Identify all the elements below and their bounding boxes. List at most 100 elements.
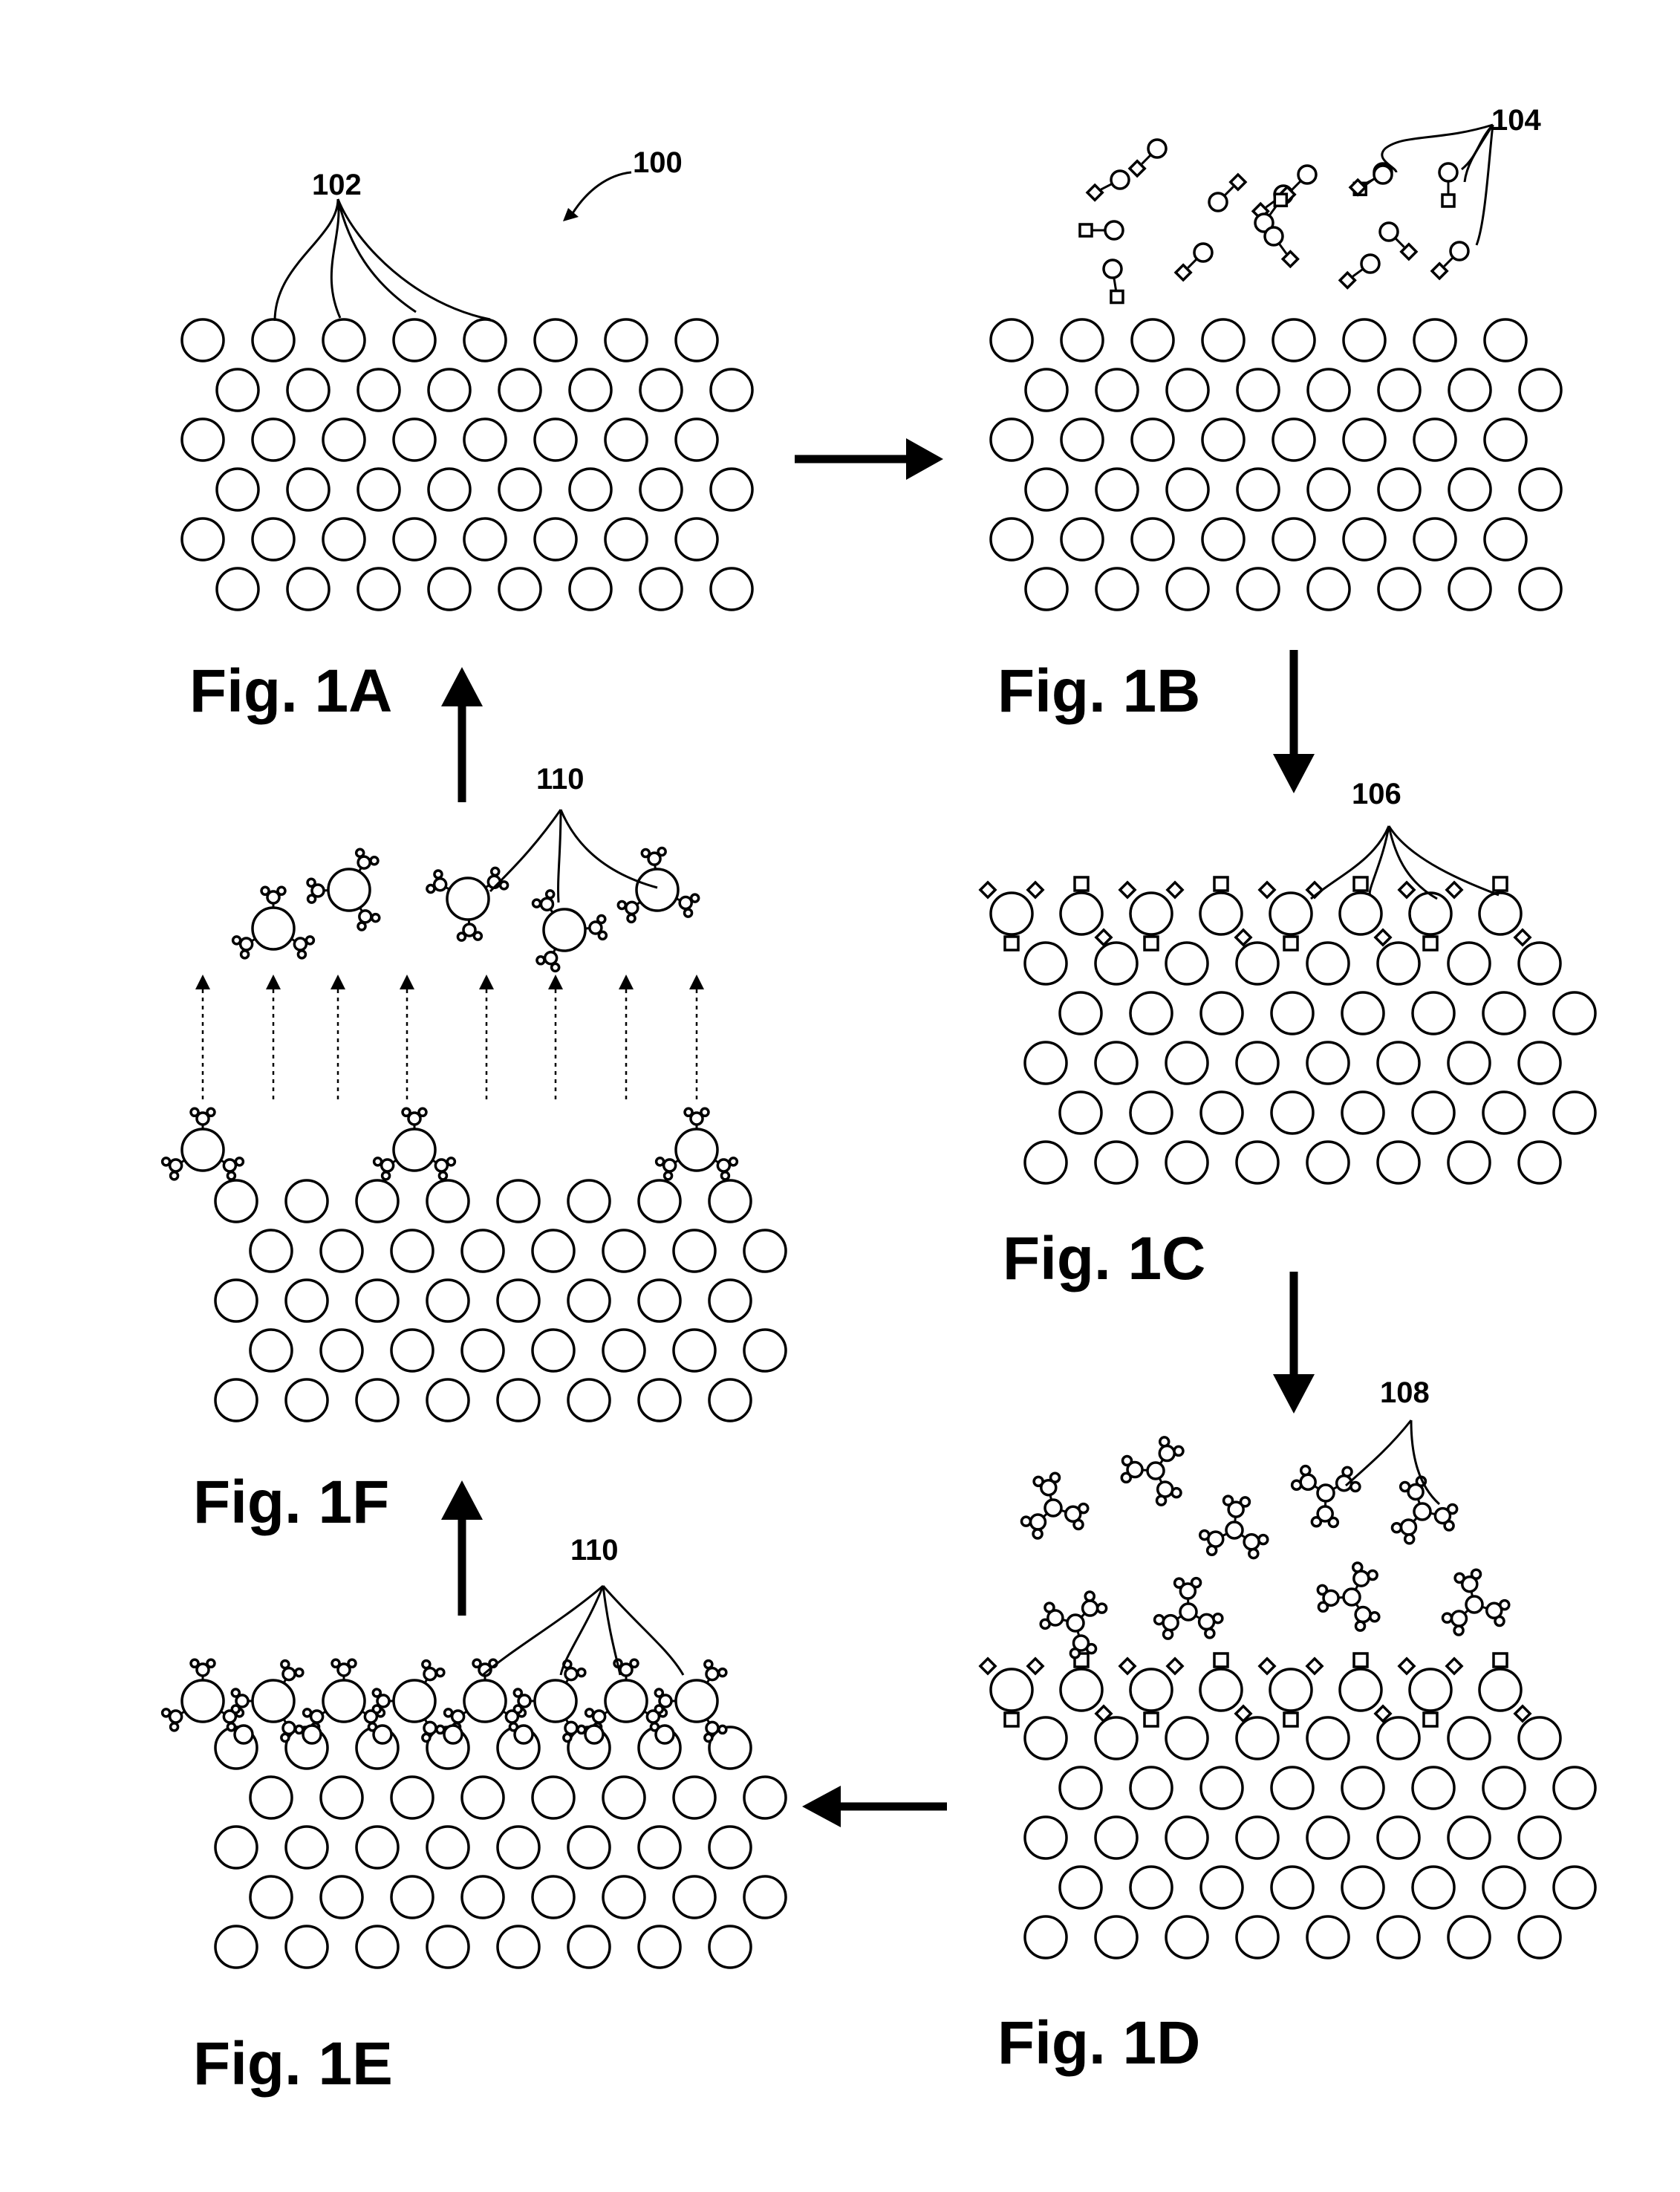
lattice-atom [1307, 1916, 1349, 1958]
ligand-diamond [1399, 1659, 1414, 1674]
ligand-square [1494, 877, 1507, 891]
precursor-atom [1104, 260, 1121, 278]
lattice-atom [1414, 518, 1456, 560]
lattice-atom [1449, 568, 1491, 610]
lattice-atom [391, 1876, 433, 1918]
product-branch [359, 911, 371, 923]
lattice-atom [1520, 568, 1561, 610]
lattice-atom [1342, 992, 1384, 1034]
lattice-atom [639, 1827, 680, 1868]
lattice-atom [1025, 943, 1067, 984]
product-terminal [332, 1659, 339, 1667]
leader-lines-104 [1382, 125, 1493, 245]
lattice-atom [1096, 369, 1138, 411]
product-branch [382, 1160, 394, 1171]
lattice-atom [498, 1926, 539, 1968]
ligand-square [1424, 1713, 1437, 1726]
product-branch [593, 1711, 605, 1723]
ligand-diamond [1447, 1659, 1462, 1674]
lattice-atom [568, 1280, 610, 1321]
reactant-terminal [1368, 1570, 1377, 1579]
ligand-square [1424, 937, 1437, 950]
lattice-atom [498, 1379, 539, 1421]
lattice-atom [217, 469, 258, 510]
product-branch [680, 897, 691, 908]
lattice-atom [568, 1379, 610, 1421]
reactant-terminal [1070, 1649, 1079, 1658]
product-branch [435, 1160, 447, 1171]
flow-arrow-1e-to-1f [441, 1480, 483, 1616]
lattice-atom [1342, 1867, 1384, 1908]
reactant-terminal [1495, 1617, 1504, 1626]
lattice-atom [287, 568, 329, 610]
product-terminal [191, 1108, 198, 1116]
lattice-atom [1448, 1142, 1490, 1183]
product-branch [706, 1722, 718, 1734]
reactant-terminal [1079, 1504, 1088, 1513]
product-terminal [373, 1705, 380, 1713]
reactant-terminal [1355, 1622, 1364, 1630]
lattice-atom [391, 1230, 433, 1272]
ligand-diamond [1515, 930, 1530, 945]
product-terminal [281, 1734, 289, 1741]
lattice-atom [711, 469, 752, 510]
lattice-atom [535, 319, 576, 361]
lattice-atom [639, 1180, 680, 1222]
lattice-atom [1060, 1092, 1101, 1134]
lattice-atom [1554, 1092, 1595, 1134]
reactant-terminal [1329, 1518, 1338, 1526]
reactant-terminal [1205, 1629, 1214, 1638]
interstitial-atom [515, 1726, 533, 1743]
lattice-atom [1237, 1717, 1278, 1759]
product-terminal [241, 951, 249, 958]
lattice-atom [1344, 518, 1385, 560]
lattice-atom [1273, 319, 1315, 361]
lattice-atom [250, 1777, 292, 1818]
lattice-atom [1344, 419, 1385, 461]
lattice-atom [1237, 369, 1279, 411]
reactant-core [1180, 1604, 1196, 1620]
lattice-atom [1060, 1767, 1101, 1809]
product-terminal [163, 1158, 170, 1165]
lattice-atom [711, 568, 752, 610]
product-terminal [348, 1659, 356, 1667]
reactant-core [1344, 1589, 1360, 1605]
reactant-terminal [1401, 1483, 1410, 1492]
product-terminal [658, 848, 665, 855]
ligand-square [1145, 937, 1158, 950]
product-core [394, 1129, 435, 1171]
product-branch [626, 902, 638, 914]
lattice-atom [427, 1926, 469, 1968]
lattice-atom [1272, 1767, 1313, 1809]
lattice-atom [1060, 992, 1101, 1034]
reactant-branch [1158, 1482, 1173, 1497]
substrate-lattice-1c [1025, 943, 1595, 1183]
lattice-atom [250, 1230, 292, 1272]
ref-label-106: 106 [1352, 778, 1401, 810]
surface-site [1270, 1669, 1312, 1711]
reactant-branch [1451, 1611, 1466, 1626]
lattice-atom [253, 319, 294, 361]
lattice-atom [1025, 1916, 1067, 1958]
product-terminal [358, 923, 365, 930]
lattice-atom [1025, 1142, 1067, 1183]
product-core [394, 1680, 435, 1722]
lattice-atom [605, 419, 647, 461]
lattice-atom [1167, 369, 1208, 411]
product-terminal [701, 1108, 709, 1116]
product-branch [283, 1722, 295, 1734]
product-terminal [533, 900, 541, 907]
product-terminal [552, 963, 559, 971]
lattice-atom [1201, 1092, 1243, 1134]
lattice-atom [1448, 1817, 1490, 1858]
product-terminal [427, 885, 434, 892]
lattice-atom [1237, 1042, 1278, 1084]
lattice-atom [570, 369, 611, 411]
product-terminal [564, 1734, 571, 1741]
lattice-atom [1413, 1767, 1454, 1809]
product-terminal [721, 1172, 729, 1180]
ligand-diamond [980, 1659, 995, 1674]
reactant-core [1067, 1615, 1084, 1631]
substrate-lattice-1b [991, 319, 1561, 610]
ligand-diamond [1120, 882, 1135, 897]
